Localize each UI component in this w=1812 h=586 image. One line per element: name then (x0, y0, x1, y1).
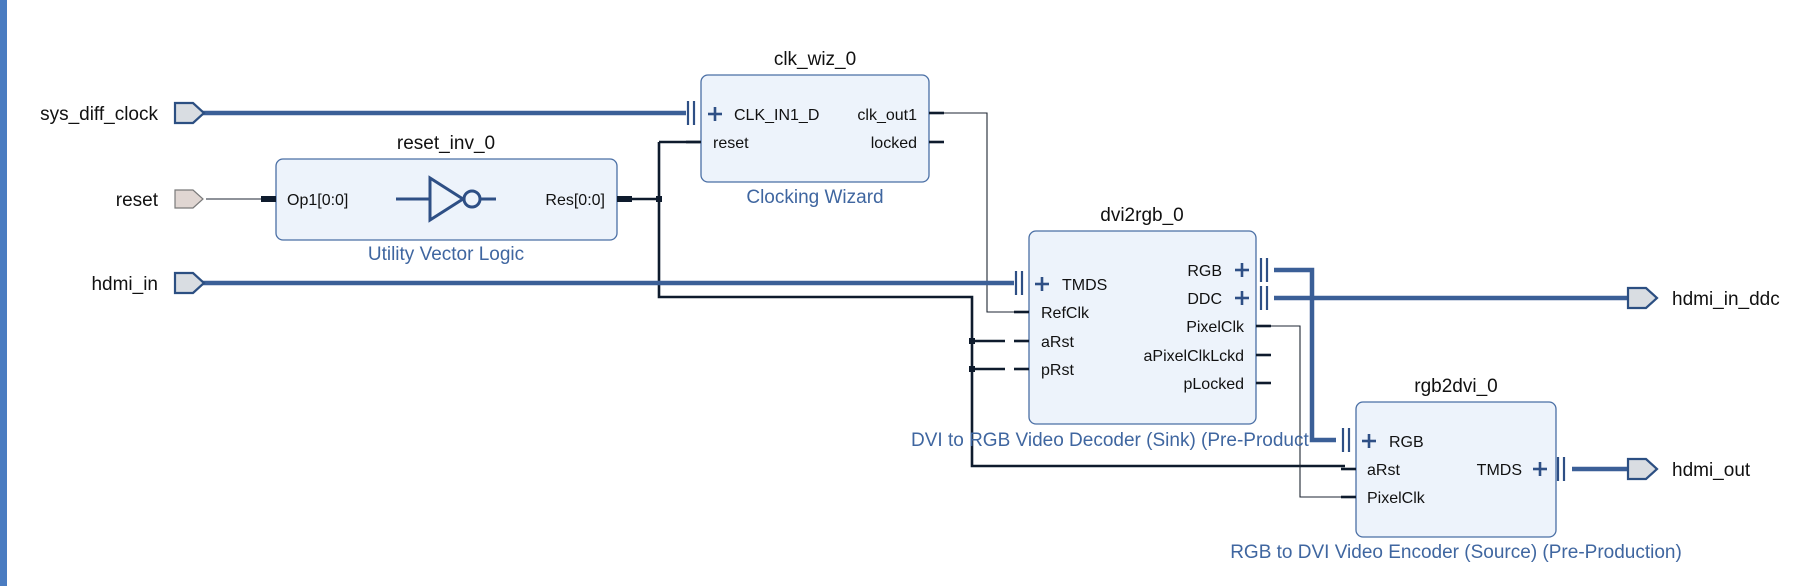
pin-clk-out1[interactable]: clk_out1 (857, 107, 917, 124)
port-label: hdmi_in (91, 274, 158, 295)
external-port-hdmi-in[interactable]: hdmi_in (91, 271, 206, 295)
pin-stub (617, 196, 632, 202)
junction-dot (969, 338, 975, 344)
external-port-hdmi-out[interactable]: hdmi_out (1626, 457, 1751, 481)
nets (196, 110, 1628, 498)
block-dvi2rgb-0[interactable]: dvi2rgb_0 TMDS RefClk aRst pRst RGB DDC … (911, 205, 1309, 451)
pin-pixelclk-in[interactable]: PixelClk (1367, 490, 1426, 507)
ip-name: DVI to RGB Video Decoder (Sink) (Pre-Pro… (911, 430, 1309, 451)
ip-name: Utility Vector Logic (368, 244, 524, 265)
inverter-icon (396, 175, 496, 223)
instance-name: clk_wiz_0 (774, 49, 856, 70)
port-label: hdmi_in_ddc (1672, 289, 1780, 310)
port-diff-shape (1626, 457, 1659, 481)
junction-dot (656, 196, 662, 202)
port-single-shape (174, 189, 204, 209)
net-pixelclk[interactable] (1266, 325, 1345, 498)
block-rgb2dvi-0[interactable]: rgb2dvi_0 RGB aRst PixelClk TMDS RGB to … (1230, 376, 1682, 563)
port-diff-shape (173, 271, 206, 295)
pin-rgb-out[interactable]: RGB (1187, 263, 1222, 280)
net-peripheral-reset[interactable] (630, 140, 1345, 468)
port-label: hdmi_out (1672, 460, 1751, 481)
port-diff-shape (173, 101, 206, 125)
instance-name: dvi2rgb_0 (1100, 205, 1183, 226)
pin-tmds-out[interactable]: TMDS (1477, 462, 1522, 479)
net-refclk[interactable] (934, 112, 1016, 313)
pin-rgb-in[interactable]: RGB (1389, 434, 1424, 451)
pin-locked[interactable]: locked (871, 135, 917, 152)
pin-pixelclk-out[interactable]: PixelClk (1186, 319, 1245, 336)
pin-tmds-in[interactable]: TMDS (1062, 277, 1107, 294)
pin-apixelclklckd[interactable]: aPixelClkLckd (1144, 348, 1244, 365)
block-body (700, 74, 930, 183)
pin-plocked[interactable]: pLocked (1184, 376, 1245, 393)
pin-op1[interactable]: Op1[0:0] (287, 192, 348, 209)
canvas-frame-left (0, 0, 7, 586)
external-port-hdmi-in-ddc[interactable]: hdmi_in_ddc (1626, 286, 1780, 310)
pin-prst[interactable]: pRst (1041, 362, 1074, 379)
pin-arst[interactable]: aRst (1367, 462, 1400, 479)
pin-clk-in1-d[interactable]: CLK_IN1_D (734, 107, 819, 124)
external-port-reset[interactable]: reset (116, 189, 204, 211)
pin-res[interactable]: Res[0:0] (545, 192, 605, 209)
pin-refclk[interactable]: RefClk (1041, 305, 1090, 322)
pin-stub (261, 196, 276, 202)
ip-name: RGB to DVI Video Encoder (Source) (Pre-P… (1230, 542, 1682, 563)
net-rgb[interactable] (1274, 267, 1336, 443)
port-label: sys_diff_clock (40, 104, 158, 125)
pin-reset[interactable]: reset (713, 135, 749, 152)
external-port-sys-diff-clock[interactable]: sys_diff_clock (40, 101, 206, 125)
instance-name: reset_inv_0 (397, 133, 495, 154)
port-label: reset (116, 190, 159, 211)
junction-dot (969, 366, 975, 372)
instance-name: rgb2dvi_0 (1414, 376, 1497, 397)
ip-name: Clocking Wizard (746, 187, 883, 208)
block-body (1028, 230, 1257, 425)
pin-ddc[interactable]: DDC (1187, 291, 1222, 308)
block-clk-wiz-0[interactable]: clk_wiz_0 CLK_IN1_D reset clk_out1 locke… (686, 49, 944, 208)
port-diff-shape (1626, 286, 1659, 310)
block-reset-inv-0[interactable]: reset_inv_0 Op1[0:0] Res[0:0] Utility Ve… (261, 133, 632, 265)
pin-arst[interactable]: aRst (1041, 334, 1074, 351)
